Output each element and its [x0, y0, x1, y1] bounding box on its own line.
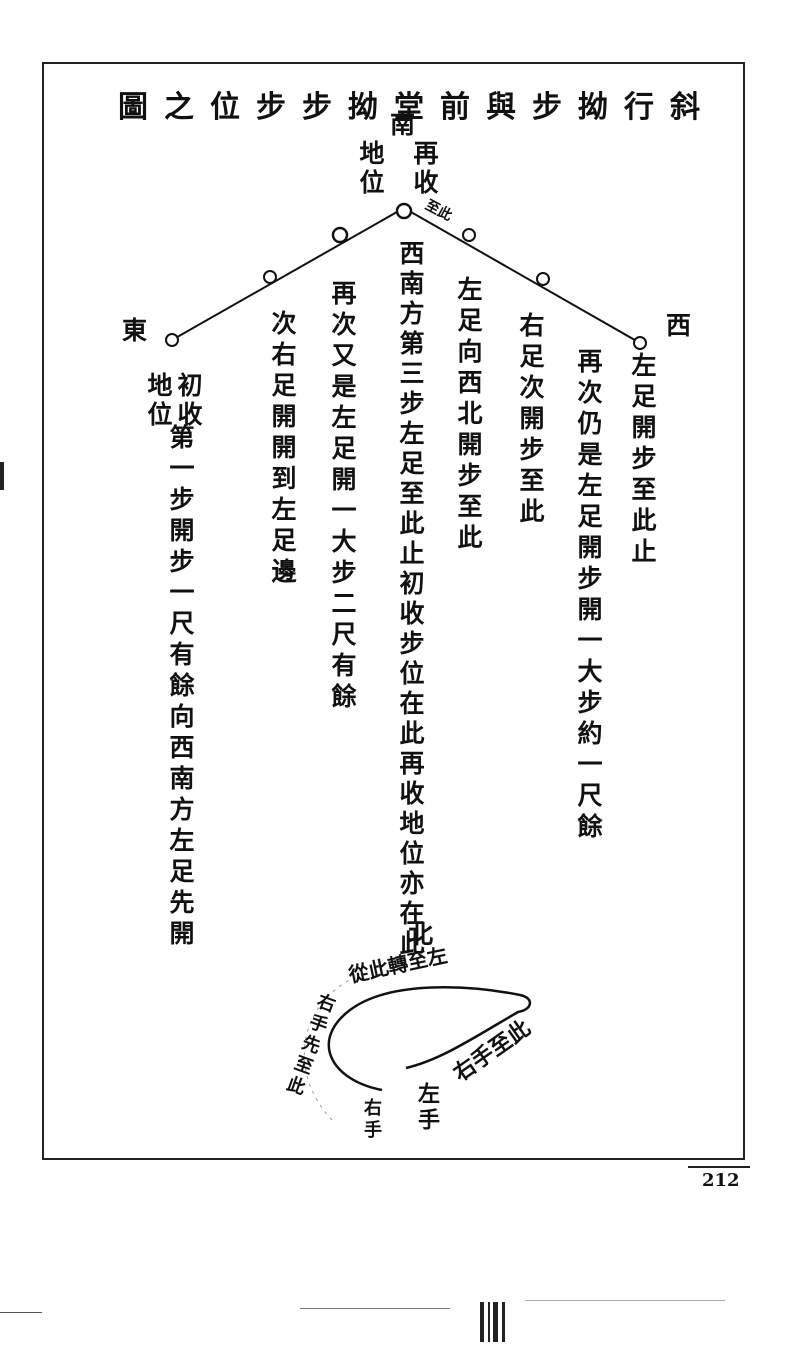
step-marker-5	[462, 228, 476, 242]
page-number: 212	[688, 1166, 750, 1191]
step-marker-west	[633, 336, 647, 350]
column-8: 左足開步至此止	[628, 352, 657, 569]
figure-title: 斜行拗步與前堂拗步步位之圖	[118, 90, 716, 125]
right-hand-label: 右手	[361, 1098, 382, 1142]
footer-rule-center	[300, 1308, 450, 1309]
column-5: 左足向西北開步至此	[454, 276, 483, 555]
arc-guide	[303, 974, 361, 1121]
figure-frame	[42, 62, 745, 1160]
binding-mark	[480, 1302, 510, 1342]
footer-rule-left	[0, 1312, 42, 1313]
compass-north: 北	[408, 920, 434, 949]
footer-rule-right	[525, 1300, 725, 1301]
left-hand-label: 左手	[414, 1082, 440, 1134]
step-marker-east	[165, 333, 179, 347]
step-marker-6	[536, 272, 550, 286]
label-chu-shou: 初收	[174, 372, 203, 430]
label-zai-shou: 再收	[410, 140, 439, 198]
east-path-line	[171, 207, 405, 341]
column-2: 次右足開開到左足邊	[268, 310, 297, 589]
foot-outline	[327, 986, 532, 1092]
step-marker-2	[263, 270, 277, 284]
compass-south: 南	[390, 110, 416, 139]
column-6: 右足次開步至此	[516, 312, 545, 529]
column-3: 再次又是左足開一大步二尺有餘	[328, 280, 357, 714]
step-marker-3	[331, 226, 349, 244]
compass-east: 東	[122, 316, 148, 345]
column-4: 西南方第三步左足至此止初收步位在此再收地位亦在此	[396, 240, 425, 960]
label-di-wei: 地位	[356, 140, 385, 198]
scan-edge-mark	[0, 462, 4, 490]
column-1: 第一步開步一尺有餘向西南方左足先開	[166, 424, 195, 951]
column-7: 再次仍是左足開步開一大步約一尺餘	[574, 348, 603, 844]
step-marker-apex	[395, 202, 413, 220]
west-path-line	[403, 207, 641, 344]
compass-west: 西	[666, 311, 692, 340]
label-di-wei-left: 地位	[144, 372, 173, 430]
